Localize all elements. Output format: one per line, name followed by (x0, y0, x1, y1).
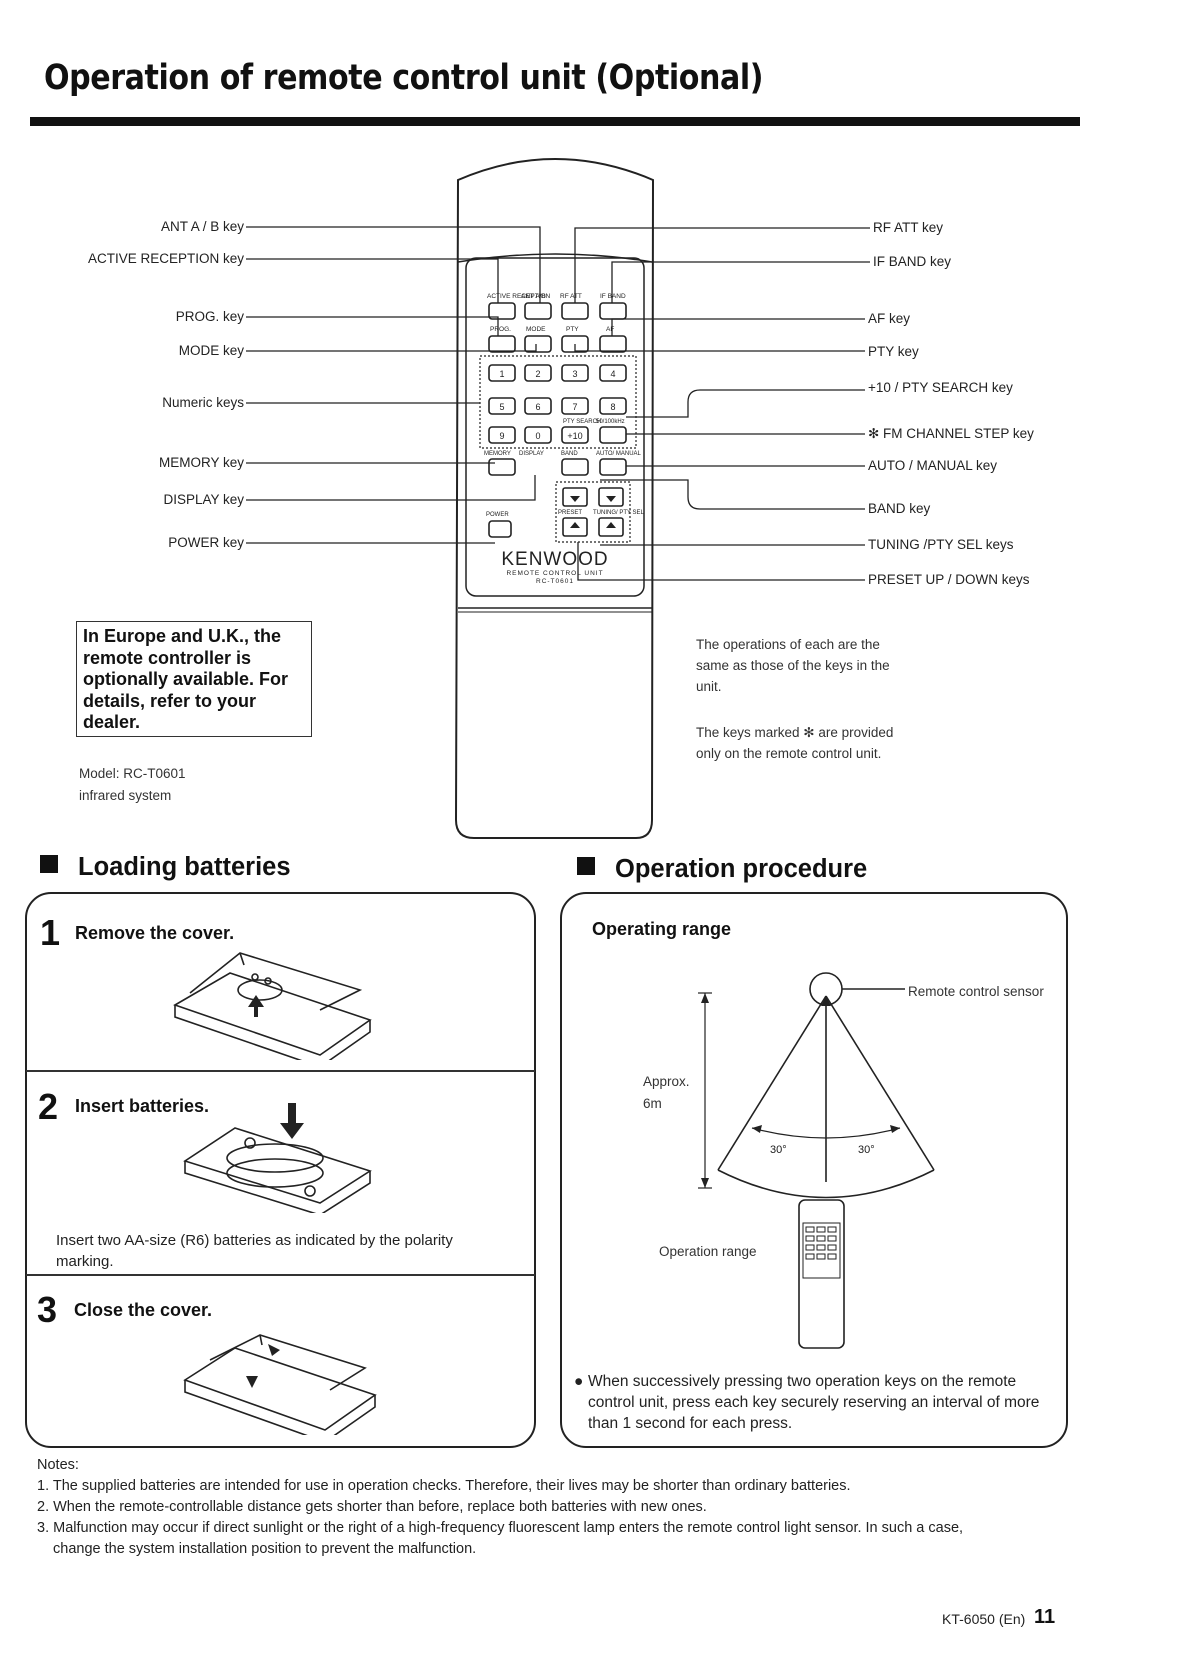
remove-cover-illustration (173, 952, 372, 1060)
step-divider (26, 1274, 535, 1276)
model-info-line-2: infrared system (79, 788, 172, 803)
note-item: change the system installation position … (53, 1541, 477, 1557)
label-band-key: BAND key (868, 501, 931, 516)
label-memory-key: MEMORY key (158, 455, 244, 470)
operation-range-label: Operation range (659, 1244, 757, 1259)
loading-batteries-heading: Loading batteries (40, 853, 291, 882)
note-item: 1. The supplied batteries are intended f… (37, 1478, 851, 1494)
step-3-title: Close the cover. (74, 1300, 213, 1320)
svg-text:DISPLAY: DISPLAY (519, 451, 544, 457)
insert-batteries-note: Insert two AA-size (R6) batteries as ind… (56, 1232, 453, 1270)
note-item: 3. Malfunction may occur if direct sunli… (37, 1520, 964, 1536)
brand-logo: KENWOOD (501, 549, 608, 570)
svg-text:8: 8 (610, 402, 615, 412)
label-ant-ab-key: ANT A / B key (160, 219, 244, 234)
svg-text:MEMORY: MEMORY (484, 451, 511, 457)
svg-text:BAND: BAND (561, 451, 578, 457)
label-tuning-pty-sel-keys: TUNING /PTY SEL keys (868, 537, 1014, 552)
svg-text:PTY SEARCH: PTY SEARCH (563, 419, 601, 425)
note-item: 2. When the remote-controllable distance… (37, 1499, 707, 1515)
angle-left-label: 30° (770, 1144, 787, 1156)
label-af-key: AF key (868, 311, 911, 326)
label-pty-key: PTY key (868, 344, 919, 359)
operation-procedure-panel (560, 892, 1068, 1448)
label-if-band-key: IF BAND key (873, 254, 952, 269)
svg-text:MODE: MODE (526, 326, 546, 333)
model-info-line-1: Model: RC-T0601 (79, 766, 186, 781)
section-bullet-icon (577, 857, 595, 875)
label-plus10-pty-search-key: +10 / PTY SEARCH key (868, 380, 1013, 395)
europe-note-text: In Europe and U.K., the remote controlle… (83, 626, 289, 732)
step-2-title: Insert batteries. (75, 1096, 210, 1116)
step-1-title: Remove the cover. (75, 923, 235, 943)
svg-text:+10: +10 (567, 431, 582, 441)
svg-text:IF BAND: IF BAND (600, 293, 626, 300)
title-rule (30, 117, 1080, 126)
angle-right-label: 30° (858, 1144, 875, 1156)
label-numeric-keys: Numeric keys (162, 395, 244, 410)
svg-text:9: 9 (499, 431, 504, 441)
notes-heading: Notes: (37, 1457, 79, 1473)
svg-text:RF ATT: RF ATT (560, 293, 582, 300)
page-title: Operation of remote control unit (Option… (44, 58, 764, 98)
loading-batteries-panel (25, 892, 536, 1448)
label-power-key: POWER key (168, 535, 244, 550)
step-divider (26, 1070, 535, 1072)
page-number: 11 (1034, 1606, 1056, 1628)
svg-text:AF: AF (606, 326, 614, 333)
label-rf-att-key: RF ATT key (873, 220, 944, 235)
keys-note-1: The operations of each are the same as t… (696, 637, 890, 694)
step-2-number: 2 (38, 1086, 59, 1127)
svg-text:ANT A/B: ANT A/B (521, 293, 546, 300)
operation-bullet: ● When successively pressing two operati… (574, 1373, 1040, 1432)
svg-text:2: 2 (535, 369, 540, 379)
svg-text:POWER: POWER (486, 512, 509, 518)
label-active-reception-key: ACTIVE RECEPTION key (87, 251, 244, 266)
svg-text:6: 6 (535, 402, 540, 412)
distance-label: Approx. 6m (643, 1074, 690, 1111)
keys-note-2: The keys marked ✻ are provided only on t… (696, 725, 894, 761)
close-cover-illustration (183, 1334, 377, 1435)
svg-text:4: 4 (610, 369, 615, 379)
insert-batteries-illustration (183, 1103, 372, 1213)
svg-text:ACTIVE RECEPTION: ACTIVE RECEPTION (487, 293, 551, 300)
svg-text:5: 5 (499, 402, 504, 412)
notes-section: Notes: 1. The supplied batteries are int… (37, 1455, 963, 1560)
svg-text:PROG.: PROG. (490, 326, 511, 333)
svg-text:50/100kHz: 50/100kHz (596, 419, 625, 425)
svg-text:REMOTE CONTROL UNIT: REMOTE CONTROL UNIT (506, 570, 603, 577)
label-auto-manual-key: AUTO / MANUAL key (868, 458, 998, 473)
step-1-number: 1 (40, 912, 61, 953)
label-mode-key: MODE key (178, 343, 244, 358)
label-prog-key: PROG. key (175, 309, 244, 324)
svg-text:AUTO/ MANUAL: AUTO/ MANUAL (596, 451, 642, 457)
label-preset-up-down-keys: PRESET UP / DOWN keys (868, 572, 1030, 587)
remote-body (454, 158, 655, 839)
svg-text:PTY: PTY (566, 326, 579, 333)
svg-text:0: 0 (535, 431, 540, 441)
step-3-number: 3 (37, 1289, 58, 1330)
label-fm-channel-step-key: ✻ FM CHANNEL STEP key (868, 426, 1034, 441)
remote-diagram: ACTIVE RECEPTION ANT A/B RF ATT IF BAND PR… (246, 158, 870, 839)
section-bullet-icon (40, 855, 58, 873)
label-display-key: DISPLAY key (163, 492, 244, 507)
svg-text:3: 3 (572, 369, 577, 379)
svg-text:PRESET: PRESET (558, 510, 582, 516)
europe-note-box: In Europe and U.K., the remote controlle… (76, 621, 312, 737)
svg-text:TUNING/ PTY SEL: TUNING/ PTY SEL (593, 510, 645, 516)
footer-model: KT-6050 (En) (942, 1611, 1026, 1627)
svg-text:RC-T0601: RC-T0601 (536, 578, 574, 585)
operation-procedure-heading: Operation procedure (577, 855, 867, 884)
bullet-icon: ● (574, 1373, 584, 1390)
svg-text:1: 1 (499, 369, 504, 379)
operating-range-diagram (698, 972, 935, 1349)
sensor-label: Remote control sensor (908, 984, 1044, 999)
svg-text:7: 7 (572, 402, 577, 412)
operating-range-heading: Operating range (592, 919, 732, 939)
